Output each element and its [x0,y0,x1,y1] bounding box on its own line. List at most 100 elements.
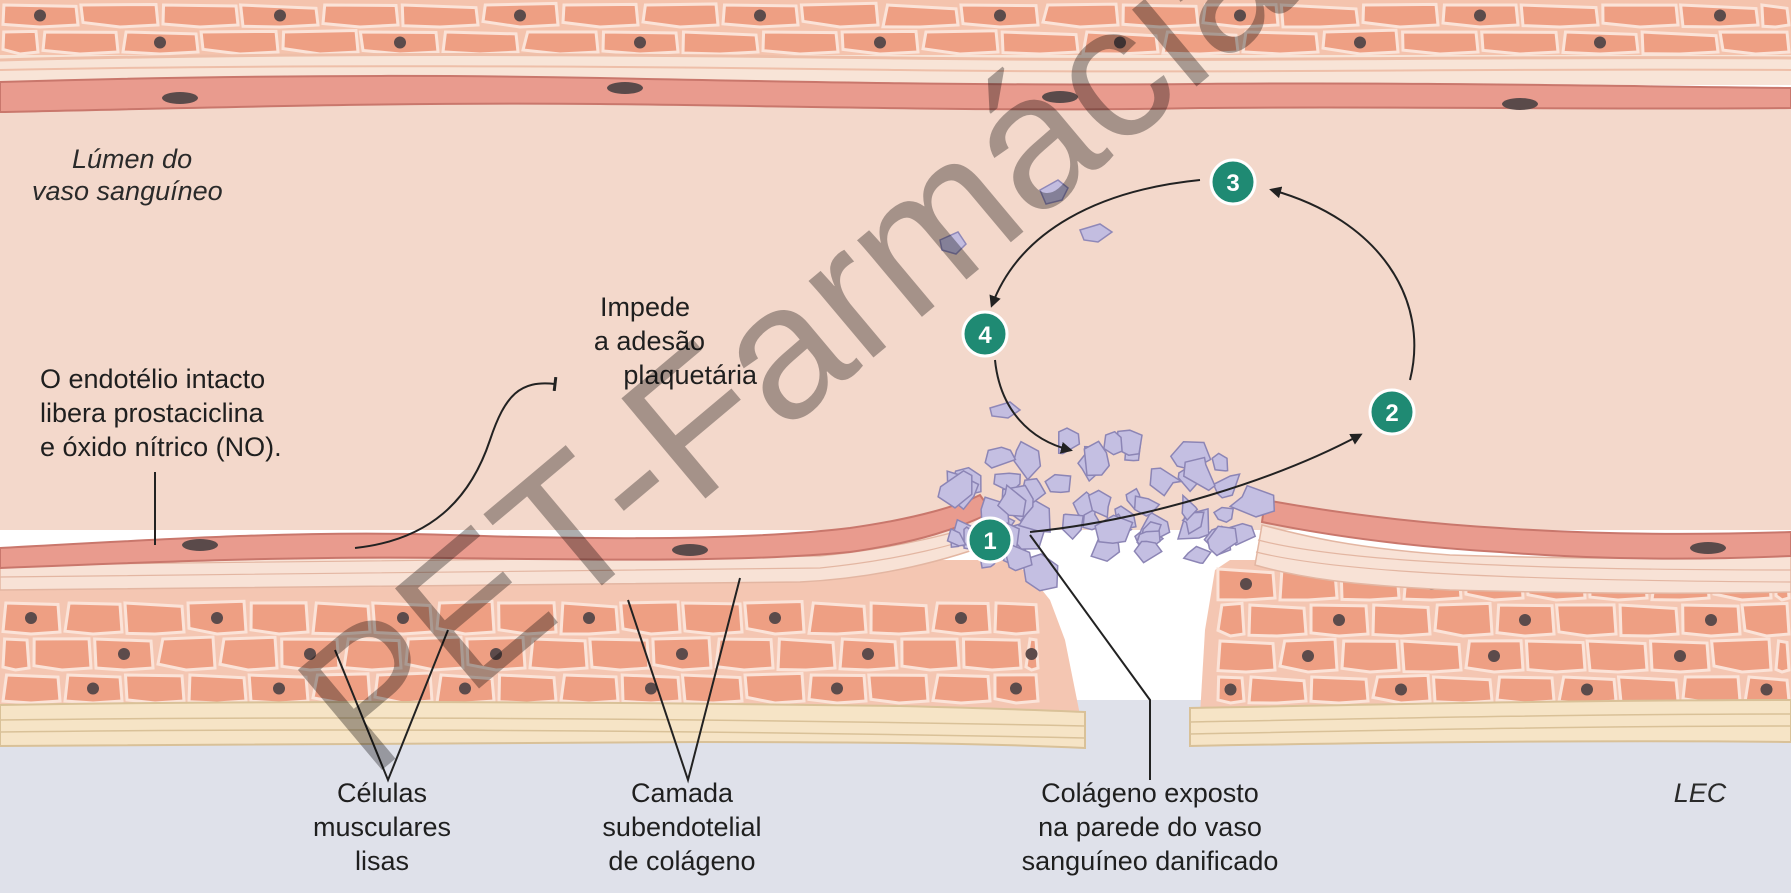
muscle-cell [763,32,838,54]
svg-text:lisas: lisas [355,846,409,876]
cell-nucleus [831,683,843,695]
cell-nucleus [274,10,286,22]
svg-text:e óxido nítrico (NO).: e óxido nítrico (NO). [40,432,282,462]
cell-nucleus [1674,650,1686,662]
muscle-cell [1434,677,1492,703]
muscle-cell [323,5,398,27]
step-badge-3: 3 [1211,160,1255,204]
muscle-cell [1342,641,1399,672]
svg-text:vaso sanguíneo: vaso sanguíneo [32,176,223,206]
cell-nucleus [211,612,223,624]
muscle-cell [3,675,60,703]
muscle-cell [1311,677,1368,703]
svg-text:subendotelial: subendotelial [602,812,761,842]
muscle-cell [995,603,1038,634]
muscle-cell [1603,5,1678,27]
cell-nucleus [862,648,874,660]
muscle-cell [1557,605,1616,636]
svg-text:musculares: musculares [313,812,451,842]
svg-text:libera prostaciclina: libera prostaciclina [40,398,265,428]
muscle-cell [402,5,478,27]
cell-nucleus [1519,614,1531,626]
muscle-cell [125,603,184,634]
muscle-cell [201,31,278,54]
muscle-cell [125,675,184,703]
step-badge-2: 2 [1370,390,1414,434]
svg-text:1: 1 [983,528,996,555]
muscle-cell [963,639,1021,670]
muscle-cell [561,675,618,703]
cell-nucleus [1705,614,1717,626]
platelet [1134,541,1161,562]
muscle-cell [1762,5,1789,27]
muscle-cell [869,675,928,703]
cell-nucleus [87,683,99,695]
cell-nucleus [955,612,967,624]
muscle-cell [902,639,959,670]
platelet [1184,547,1211,564]
svg-text:Colágeno exposto: Colágeno exposto [1041,778,1259,808]
cell-nucleus [34,10,46,22]
svg-text:O endotélio intacto: O endotélio intacto [40,364,265,394]
muscle-cell [1683,677,1740,703]
cell-nucleus [1225,684,1237,696]
muscle-cell [43,32,118,54]
svg-text:2: 2 [1385,400,1398,427]
svg-text:4: 4 [978,322,992,349]
bottom-vessel-wall-right [1190,500,1791,746]
muscle-cell [1363,4,1438,27]
top-vessel-wall [0,0,1791,112]
muscle-cell [563,4,638,27]
step-badge-1: 1 [968,518,1012,562]
muscle-cell [65,603,122,634]
cell-nucleus [769,612,781,624]
cell-nucleus [394,37,406,49]
cell-nucleus [1240,578,1252,590]
svg-text:na parede do vaso: na parede do vaso [1038,812,1262,842]
muscle-cell [1742,603,1789,636]
cell-nucleus [514,10,526,22]
muscle-cell [1620,605,1678,636]
cell-nucleus [1010,683,1022,695]
muscle-cell [443,32,518,54]
muscle-cell [809,603,866,634]
svg-text:sanguíneo danificado: sanguíneo danificado [1022,846,1279,876]
muscle-cell [1587,641,1647,672]
muscle-cell [590,639,649,670]
muscle-cell [1720,32,1789,54]
muscle-cell [683,32,758,54]
muscle-cell [1373,605,1430,636]
cell-nucleus [1395,684,1407,696]
svg-text:3: 3 [1226,170,1239,197]
cell-nucleus [1714,10,1726,22]
cell-nucleus [874,37,886,49]
svg-text:Lúmen do: Lúmen do [72,144,192,174]
cell-nucleus [118,648,130,660]
cell-nucleus [994,10,1006,22]
muscle-cell [3,31,38,54]
muscle-cell [1218,641,1275,672]
cell-nucleus [273,683,285,695]
cell-nucleus [1581,684,1593,696]
muscle-cell [643,4,718,27]
cell-nucleus [1333,614,1345,626]
cell-nucleus [1761,684,1773,696]
muscle-cell [1435,603,1492,636]
muscle-cell [1249,677,1306,703]
muscle-cell [1403,32,1478,54]
muscle-cell [1249,605,1306,636]
muscle-cell [163,5,238,27]
muscle-cell [1218,603,1244,636]
muscle-cell [1619,677,1678,703]
ecf-label: LEC [1674,778,1727,808]
cell-nucleus [25,612,37,624]
muscle-cell [1482,32,1558,54]
cell-nucleus [676,648,688,660]
cell-nucleus [1026,648,1038,660]
cell-nucleus [1302,650,1314,662]
muscle-cell [158,637,215,670]
muscle-cell [716,639,773,670]
cell-nucleus [1474,10,1486,22]
muscle-cell [778,639,835,670]
